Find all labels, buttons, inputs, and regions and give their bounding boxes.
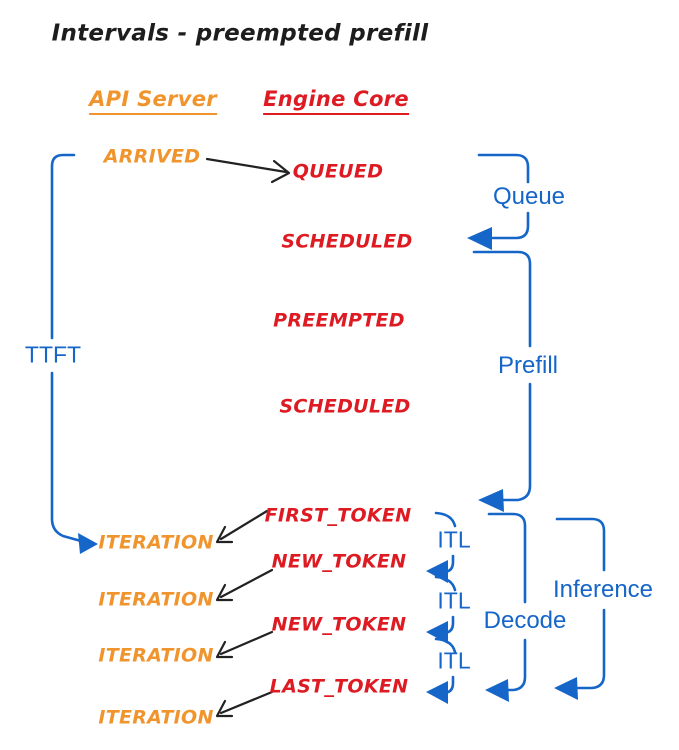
event-scheduled-1: SCHEDULED [281,230,413,253]
prefill-bracket [472,250,532,502]
decode-arrowhead-icon [485,679,509,702]
interval-label-itl-1: ITL [437,526,471,553]
event-iteration-4: ITERATION [98,706,214,729]
itl3-arrowhead-icon [426,681,448,704]
itl1-arrowhead-icon [426,560,448,583]
event-iteration-3: ITERATION [98,644,214,667]
interval-label-ttft: TTFT [24,341,82,368]
ttft-bracket [50,153,83,543]
inference-arrowhead-icon [554,677,578,700]
queue-bracket [477,153,530,240]
event-arrived: ARRIVED [103,145,201,168]
queue-arrowhead-icon [467,227,492,250]
interval-label-inference: Inference [552,576,654,603]
page-title: Intervals - preempted prefill [51,20,429,47]
event-new-token-1: NEW_TOKEN [271,550,407,573]
arrow-new-token2-to-iteration3 [215,630,274,659]
interval-label-decode: Decode [483,607,567,634]
column-header-engine-core: Engine Core [263,89,409,115]
ttft-arrowhead-icon [78,533,98,554]
interval-label-itl-3: ITL [437,647,471,674]
event-scheduled-2: SCHEDULED [279,395,411,418]
itl2-arrowhead-icon [426,621,448,644]
prefill-arrowhead-icon [478,489,504,512]
event-last-token: LAST_TOKEN [269,675,409,698]
interval-label-queue: Queue [492,183,566,210]
arrow-first-token-to-iteration1 [215,509,269,544]
arrow-last-token-to-iteration4 [215,690,274,718]
interval-label-prefill: Prefill [497,352,559,379]
event-first-token: FIRST_TOKEN [264,504,412,527]
arrow-arrived-to-queued [205,157,291,184]
inference-bracket [555,517,606,690]
event-iteration-2: ITERATION [98,588,214,611]
event-new-token-2: NEW_TOKEN [271,613,407,636]
decode-bracket [487,512,527,692]
event-preempted: PREEMPTED [273,309,405,332]
event-queued: QUEUED [292,160,384,183]
event-iteration-1: ITERATION [98,531,214,554]
interval-label-itl-2: ITL [437,587,471,614]
column-header-api-server: API Server [89,89,217,115]
arrow-new-token1-to-iteration2 [215,568,274,602]
